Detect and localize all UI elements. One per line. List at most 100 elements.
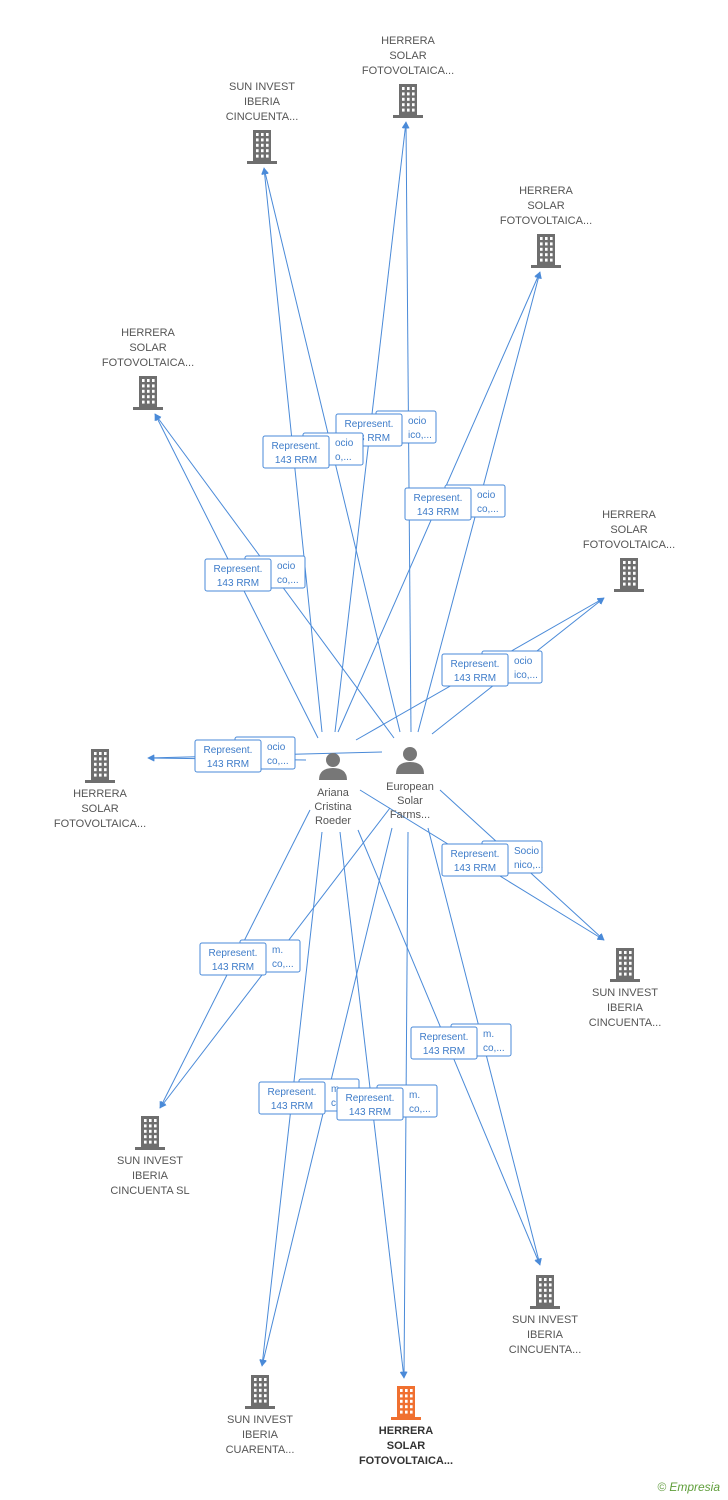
edge-label-7[interactable]: m. co,... Represent. 143 RRM — [199, 939, 301, 976]
brand-name: Empresia — [669, 1480, 720, 1494]
edge-label-front-text: Represent. — [414, 493, 463, 504]
person-label-line: Ariana — [317, 787, 350, 799]
building-icon — [531, 234, 561, 268]
edge-label-front-box — [410, 1026, 478, 1060]
company-label-line: FOTOVOLTAICA... — [102, 357, 194, 369]
edge-label-front-text: 143 RRM — [207, 759, 249, 770]
edge-label-front-text: 143 RRM — [348, 433, 390, 444]
company-label-line: SUN INVEST — [227, 1414, 293, 1426]
company-node-c10[interactable]: SUN INVEST IBERIA CUARENTA... — [226, 1375, 295, 1456]
building-icon — [245, 1375, 275, 1409]
company-label-line: SOLAR — [527, 200, 564, 212]
building-icon — [393, 84, 423, 118]
edge-label-8[interactable]: m.co,...Represent.143 RRM — [410, 1023, 512, 1060]
edge-label-back-text: Socio — [514, 846, 539, 857]
company-label-line: IBERIA — [242, 1429, 279, 1441]
company-label-line: HERRERA — [121, 327, 175, 339]
company-label-line: CINCUENTA... — [509, 1344, 582, 1356]
company-label-line: HERRERA — [519, 185, 573, 197]
company-label-line: SUN INVEST — [117, 1155, 183, 1167]
edge-label-back-text: ocio — [514, 656, 533, 667]
edge-label-front-box — [194, 739, 262, 773]
company-label-line: FOTOVOLTAICA... — [583, 539, 675, 551]
building-icon — [391, 1386, 421, 1420]
building-icon — [247, 130, 277, 164]
company-node-c2[interactable]: SUN INVESTIBERIACINCUENTA... — [226, 81, 299, 164]
company-node-c6[interactable]: HERRERASOLARFOTOVOLTAICA... — [54, 749, 146, 830]
company-label-line: CINCUENTA... — [226, 111, 299, 123]
edge-label-front-text: Represent. — [214, 564, 263, 575]
company-label-line: IBERIA — [607, 1002, 644, 1014]
edge-label-front-text: 143 RRM — [212, 962, 254, 973]
edge-label-front-box — [262, 435, 330, 469]
edge-label-front-box — [204, 558, 272, 592]
edge-label-front-box — [441, 653, 509, 687]
edge-label-front-text: 143 RRM — [349, 1107, 391, 1118]
edge-label-front-text: 143 RRM — [275, 455, 317, 466]
edge-label-back-text: m. — [483, 1029, 494, 1040]
edge-label-front-text: Represent. — [345, 419, 394, 430]
company-node-c7[interactable]: SUN INVESTIBERIACINCUENTA... — [589, 948, 662, 1029]
building-icon — [135, 1116, 165, 1150]
building-icon — [614, 558, 644, 592]
edge-label-front-text: 143 RRM — [454, 673, 496, 684]
edge-label-back-text: ocio — [267, 742, 286, 753]
edge-label-front-box — [441, 843, 509, 877]
edge-label-front-text: Represent. — [420, 1032, 469, 1043]
edge-label-back-text: co,... — [409, 1104, 431, 1115]
company-label-line: IBERIA — [244, 96, 281, 108]
company-label-line: SOLAR — [129, 342, 166, 354]
edge-label-10[interactable]: m. co,... Represent. 143 RRM — [336, 1084, 438, 1121]
company-label-line: SUN INVEST — [512, 1314, 578, 1326]
building-icon — [85, 749, 115, 783]
edge-label-back-text: co,... — [267, 756, 289, 767]
company-node-c8[interactable]: SUN INVEST IBERIA CINCUENTA SL — [110, 1116, 190, 1197]
company-label-line: SOLAR — [389, 50, 426, 62]
edge-label-back-text: m. — [409, 1090, 420, 1101]
edge-label-front-box — [404, 487, 472, 521]
company-label-line: IBERIA — [527, 1329, 564, 1341]
company-label-line: IBERIA — [132, 1170, 169, 1182]
edge-label-front-text: Represent. — [209, 948, 258, 959]
edge-label-back-text: ocio — [277, 561, 296, 572]
nodes-layer: HERRERA SOLAR FOTOVOLTAICA... SUN INVEST IBE… — [54, 35, 675, 1467]
company-node-c11[interactable]: HERRERASOLARFOTOVOLTAICA... — [359, 1386, 453, 1467]
company-label-line: CINCUENTA SL — [110, 1185, 189, 1197]
company-label-line: SOLAR — [610, 524, 647, 536]
company-label-line: CUARENTA... — [226, 1444, 295, 1456]
edge-label-front-text: Represent. — [272, 441, 321, 452]
edge-label-back-text: m. — [272, 945, 283, 956]
company-node-c5[interactable]: HERRERASOLARFOTOVOLTAICA... — [583, 509, 675, 592]
edge-label-front-text: Represent. — [268, 1087, 317, 1098]
company-label-line: HERRERA — [73, 788, 127, 800]
edge-label-front-text: Represent. — [451, 659, 500, 670]
building-icon — [610, 948, 640, 982]
company-label-line: SOLAR — [387, 1440, 426, 1452]
person-node-p2[interactable]: EuropeanSolarFarms... — [386, 747, 434, 821]
company-node-c9[interactable]: SUN INVEST IBERIA CINCUENTA... — [509, 1275, 582, 1356]
edge-label-back-text: ocio — [335, 438, 354, 449]
person-label-line: European — [386, 781, 434, 793]
company-label-line: CINCUENTA... — [589, 1017, 662, 1029]
edge-label-back-text: co,... — [483, 1043, 505, 1054]
company-label-line: SOLAR — [81, 803, 118, 815]
edge-label-back-text: ocio — [477, 490, 496, 501]
edge-label-back-text: ocio — [408, 416, 427, 427]
edge-label-front-text: Represent. — [346, 1093, 395, 1104]
person-label-line: Farms... — [390, 809, 430, 821]
company-node-c4[interactable]: HERRERA SOLAR FOTOVOLTAICA... — [102, 327, 194, 410]
edge-label-back-text: co,... — [272, 959, 294, 970]
edge-label-front-text: 143 RRM — [417, 507, 459, 518]
company-node-c3[interactable]: HERRERASOLARFOTOVOLTAICA... — [500, 185, 592, 268]
company-node-c1[interactable]: HERRERASOLARFOTOVOLTAICA... — [362, 35, 454, 118]
person-icon — [396, 747, 424, 774]
